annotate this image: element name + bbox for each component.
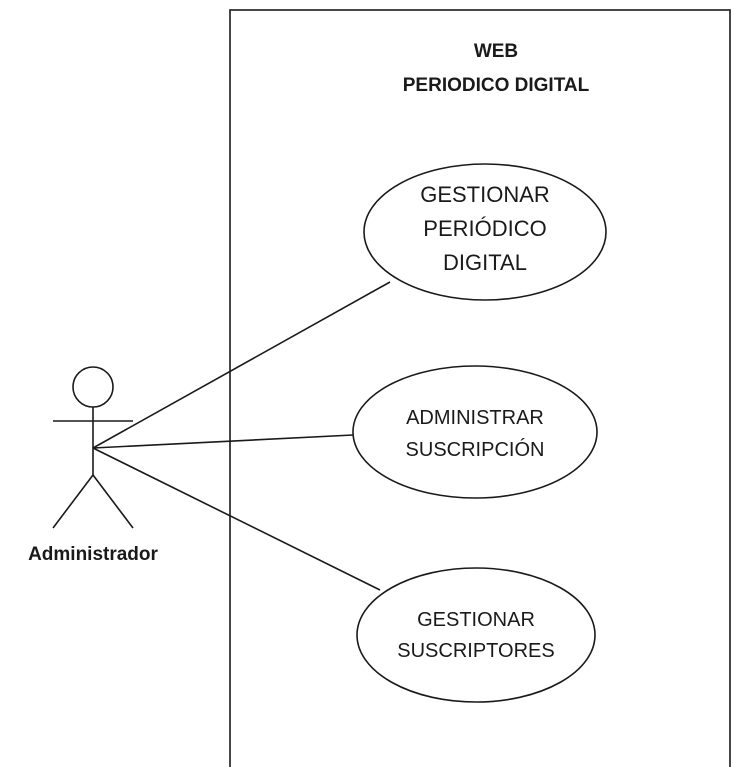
use-case-gestionar-suscriptores[interactable]: GESTIONAR SUSCRIPTORES [356,567,596,703]
use-case-label-line: SUSCRIPCIÓN [406,438,545,461]
actor-label: Administrador [28,544,158,565]
system-title-line1: WEB [474,41,518,62]
system-title-line2: PERIODICO DIGITAL [403,75,590,96]
association-administrar-suscripcion [92,434,354,449]
actor-left-leg [52,474,94,529]
system-boundary [229,9,731,767]
use-case-label-line: SUSCRIPTORES [397,640,554,662]
actor-stick-figure-icon[interactable] [52,366,134,529]
use-case-label-line: PERIÓDICO [423,216,546,241]
use-case-label-line: GESTIONAR [420,182,550,207]
use-case-label-line: DIGITAL [443,250,527,275]
association-gestionar-suscriptores [92,447,381,591]
actor-head [72,366,114,408]
use-case-label-line: GESTIONAR [417,609,535,631]
use-case-label-line: ADMINISTRAR [406,407,544,429]
use-case-gestionar-periodico-digital[interactable]: GESTIONAR PERIÓDICO DIGITAL [363,163,607,301]
association-gestionar-periodico [92,281,391,449]
use-case-administrar-suscripcion[interactable]: ADMINISTRAR SUSCRIPCIÓN [352,365,598,499]
actor-right-leg [92,474,134,529]
